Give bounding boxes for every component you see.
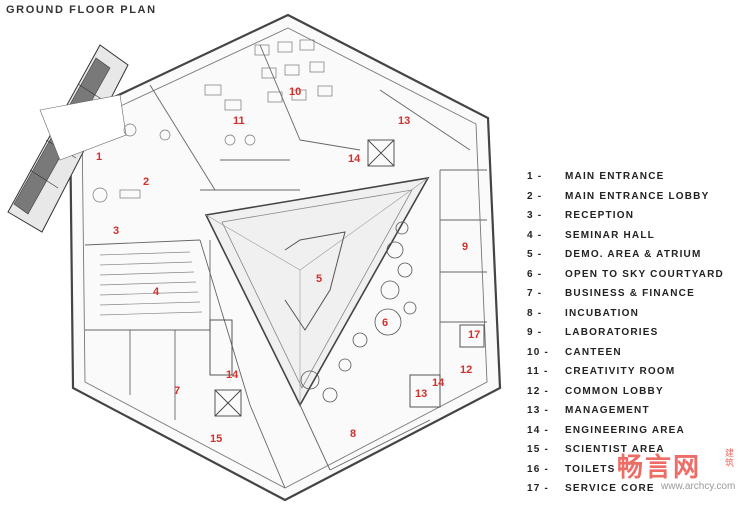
room-partitions [84,44,487,489]
legend-item: 7 -BUSINESS & FINANCE [527,288,695,299]
legend-item: 11 -CREATIVITY ROOM [527,366,676,377]
room-label-13-top: 13 [398,115,410,127]
room-label-15: 15 [210,433,222,445]
courtyard-trees [300,221,417,403]
legend-item: 9 -LABORATORIES [527,327,659,338]
room-label-14-right: 14 [432,377,445,389]
room-label-17: 17 [468,329,480,341]
legend-item: 10 -CANTEEN [527,346,622,358]
legend-item: 8 -INCUBATION [527,307,640,319]
legend-item: 17 -SERVICE CORE [527,483,655,494]
room-label-5: 5 [316,273,322,285]
room-label-2: 2 [143,176,149,188]
room-label-7: 7 [174,385,180,397]
legend-item: 4 -SEMINAR HALL [527,229,655,241]
legend-item: 14 -ENGINEERING AREA [527,424,685,436]
legend-item: 13 -MANAGEMENT [527,405,650,416]
legend-item: 3 -RECEPTION [527,210,635,221]
room-label-9: 9 [462,241,468,253]
legend-item: 2 -MAIN ENTRANCE LOBBY [527,190,710,202]
legend-item: 12 -COMMON LOBBY [527,385,664,397]
room-label-4: 4 [153,286,160,298]
watermark-brand: 畅言网 [617,453,702,483]
room-label-14-top: 14 [348,153,361,165]
room-label-1: 1 [96,151,102,163]
lobby-furniture [92,84,256,203]
room-label-6: 6 [382,317,388,329]
room-number-labels: 1 2 3 4 5 6 7 8 9 10 11 12 13 14 14 14 1… [96,86,480,445]
stair-cores [209,139,485,417]
page-title: GROUND FLOOR PLAN [6,4,157,16]
seminar-seating [99,251,203,316]
floor-plan-drawing: 1 2 3 4 5 6 7 8 9 10 11 12 13 14 14 14 1… [7,13,502,502]
watermark-url: www.archcy.com [661,481,736,492]
canteen-tables [254,39,333,103]
legend-item: 16 -TOILETS [527,463,616,475]
entrance-canopy [7,44,129,233]
room-label-14-left: 14 [226,369,239,381]
watermark: 畅言网 建筑 www.archcy.com [617,447,745,503]
room-label-12: 12 [460,364,472,376]
room-label-10: 10 [289,86,301,98]
atrium-triangle [204,176,430,407]
room-label-13-bottom: 13 [415,388,427,400]
legend-item: 5 -DEMO. AREA & ATRIUM [527,249,702,260]
legend-item: 15 -SCIENTIST AREA [527,444,665,455]
room-label-8: 8 [350,428,356,440]
watermark-side-text: 建筑 [725,449,735,469]
room-label-11: 11 [233,115,245,127]
room-label-3: 3 [113,225,119,237]
legend-item: 6 -OPEN TO SKY COURTYARD [527,268,724,280]
room-legend: 1 -MAIN ENTRANCE 2 -MAIN ENTRANCE LOBBY … [527,167,724,499]
legend-item: 1 -MAIN ENTRANCE [527,171,665,182]
